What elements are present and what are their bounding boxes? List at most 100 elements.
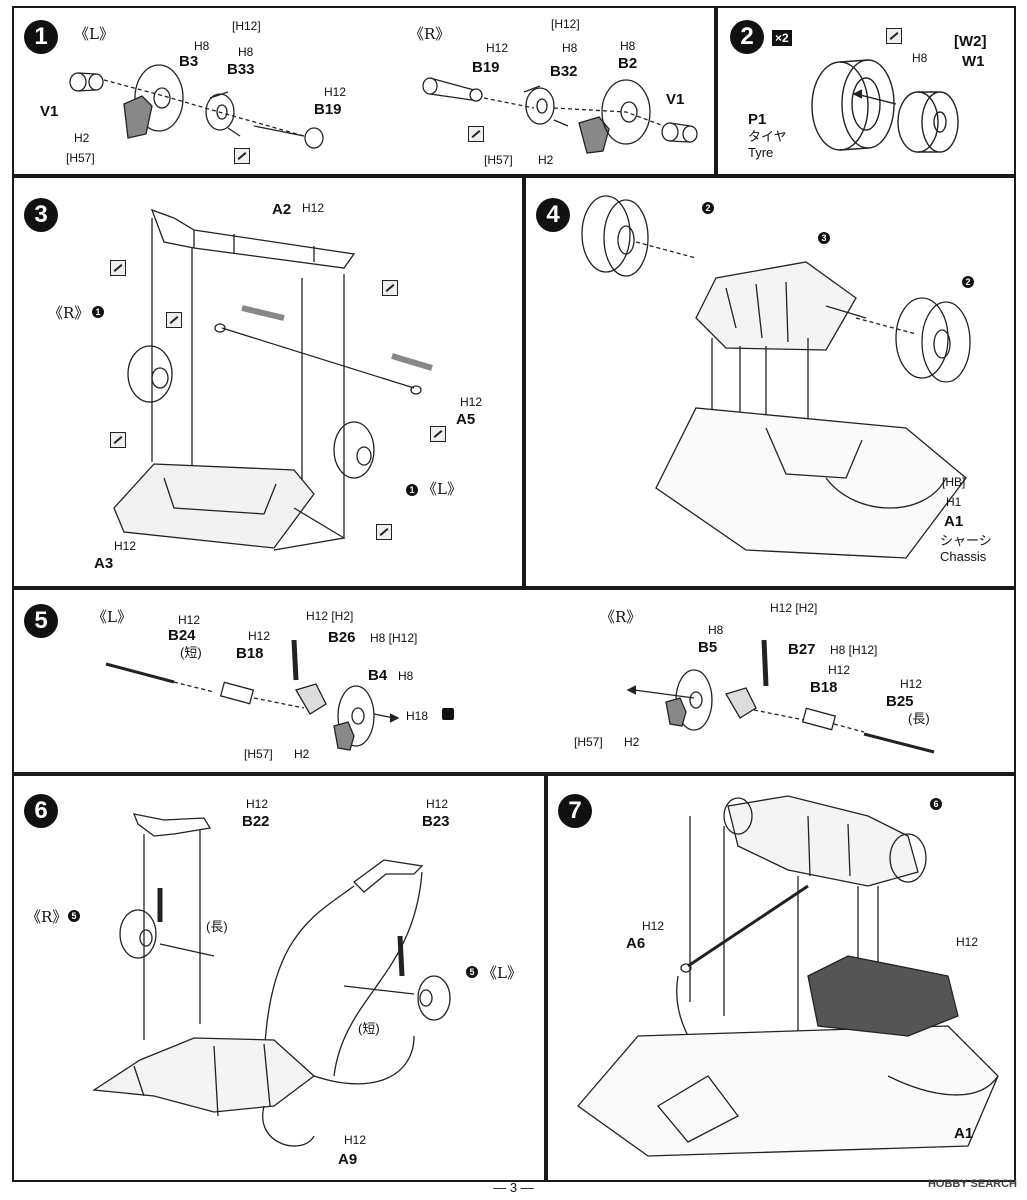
part-label: V1 bbox=[666, 91, 685, 108]
step7-drawing bbox=[577, 795, 999, 1157]
step1-side-right: 《R》 bbox=[409, 25, 451, 43]
short-label: (短) bbox=[180, 645, 202, 660]
times-two-badge: ×2 bbox=[772, 30, 792, 46]
part-label: B18 bbox=[810, 679, 838, 696]
chassis-en-label: Chassis bbox=[940, 549, 987, 564]
part-label: A1 bbox=[944, 513, 964, 530]
step2-drawing bbox=[811, 59, 959, 153]
step1-number: 1 bbox=[24, 20, 58, 54]
part-label: B32 bbox=[550, 63, 578, 80]
part-label: A9 bbox=[338, 1151, 358, 1168]
step3-panel: 3 A2 H12 《R》 1 H12 A5 1 《L》 H bbox=[12, 176, 524, 588]
step7-number: 7 bbox=[558, 794, 592, 828]
step5-number: 5 bbox=[24, 604, 58, 638]
cement-icon bbox=[110, 260, 126, 276]
step1-panel: 1 《L》 [H12] H8 B3 H8 B33 bbox=[12, 6, 716, 176]
part-label: A3 bbox=[94, 555, 114, 572]
part-label: B33 bbox=[227, 61, 255, 78]
part-label: H12 bbox=[486, 41, 509, 55]
step2-panel: 2 ×2 H8 [W2] W1 P1 タイヤ Tyre bbox=[716, 6, 1016, 176]
part-label: V1 bbox=[40, 103, 59, 120]
part-label: B18 bbox=[236, 645, 264, 662]
part-label: H12 bbox=[246, 797, 269, 811]
step4-drawing bbox=[581, 195, 971, 559]
cement-icon bbox=[110, 432, 126, 448]
part-label: [H57] bbox=[66, 151, 95, 165]
part-label: H12 bbox=[178, 613, 201, 627]
long-label: (長) bbox=[206, 919, 228, 934]
step5-side-left: 《L》 bbox=[92, 608, 132, 626]
part-label: H12 bbox=[426, 797, 449, 811]
tyre-en-label: Tyre bbox=[748, 145, 774, 160]
part-label: [H57] bbox=[244, 747, 273, 761]
part-label: B26 bbox=[328, 629, 356, 646]
step1-drawing bbox=[69, 64, 698, 154]
part-label: H2 bbox=[624, 735, 640, 749]
part-label: H8 [H12] bbox=[370, 631, 418, 645]
part-label: H12 bbox=[324, 85, 347, 99]
step-ref-3: 3 bbox=[818, 232, 830, 244]
part-label: [H12] bbox=[232, 19, 261, 33]
part-label: H2 bbox=[538, 153, 554, 167]
part-label: H8 bbox=[238, 45, 254, 59]
step5-side-right: 《R》 bbox=[600, 608, 642, 626]
step-ref-2: 2 bbox=[702, 202, 714, 214]
part-label: [W2] bbox=[954, 33, 987, 50]
part-label: B22 bbox=[242, 813, 270, 830]
part-label: B19 bbox=[472, 59, 500, 76]
part-label: A6 bbox=[626, 935, 646, 952]
part-label: H12 bbox=[344, 1133, 367, 1147]
part-label: H12 bbox=[248, 629, 271, 643]
part-label: B4 bbox=[368, 667, 388, 684]
part-label: P1 bbox=[748, 111, 767, 128]
part-label: H18 bbox=[406, 709, 429, 723]
paint-marker-icon bbox=[442, 708, 454, 720]
tyre-jp-label: タイヤ bbox=[748, 129, 787, 144]
watermark: HOBBY SEARCH bbox=[927, 1178, 1017, 1190]
part-label: H12 bbox=[460, 395, 483, 409]
part-label: H12 [H2] bbox=[770, 601, 818, 615]
step3-side-left: 《L》 bbox=[422, 480, 462, 498]
part-label: [H57] bbox=[574, 735, 603, 749]
part-label: H8 bbox=[194, 39, 210, 53]
part-label: H1 bbox=[946, 495, 962, 509]
step-ref-2: 2 bbox=[962, 276, 974, 288]
part-label: H8 bbox=[708, 623, 724, 637]
part-label: A1 bbox=[954, 1125, 974, 1142]
part-label: A2 bbox=[272, 201, 292, 218]
step2-number: 2 bbox=[730, 20, 764, 54]
part-label: H12 bbox=[956, 935, 979, 949]
part-label: H12 bbox=[828, 663, 851, 677]
step5-drawing bbox=[105, 639, 935, 754]
step-ref-1: 1 bbox=[92, 306, 104, 318]
part-label: B3 bbox=[179, 53, 199, 70]
step6-side-right: 《R》 bbox=[26, 908, 68, 926]
part-label: [H57] bbox=[484, 153, 513, 167]
step5-panel: 5 《L》 H12 B24 (短) H12 B18 H12 [H2] bbox=[12, 588, 1016, 774]
part-label: [H12] bbox=[551, 17, 580, 31]
page-number: — 3 — bbox=[493, 1180, 534, 1195]
step-ref-1: 1 bbox=[406, 484, 418, 496]
step6-panel: 6 H12 B22 H12 B23 《R》 5 (長) 5 《L》 bbox=[12, 774, 546, 1182]
part-label: B24 bbox=[168, 627, 196, 644]
short-label: (短) bbox=[358, 1021, 380, 1036]
step-ref-5: 5 bbox=[466, 966, 478, 978]
cement-icon bbox=[234, 148, 250, 164]
step1-side-left: 《L》 bbox=[74, 25, 114, 43]
part-label: H8 bbox=[398, 669, 414, 683]
part-label: B19 bbox=[314, 101, 342, 118]
part-label: H8 [H12] bbox=[830, 643, 878, 657]
part-label: B5 bbox=[698, 639, 718, 656]
chassis-jp-label: シャーシ bbox=[940, 533, 992, 548]
cement-icon bbox=[886, 28, 902, 44]
cement-icon bbox=[430, 426, 446, 442]
part-label: H8 bbox=[912, 51, 928, 65]
part-label: B27 bbox=[788, 641, 816, 658]
part-label: H8 bbox=[620, 39, 636, 53]
part-label: H12 bbox=[900, 677, 923, 691]
part-label: W1 bbox=[962, 53, 985, 70]
cement-icon bbox=[166, 312, 182, 328]
step3-drawing bbox=[113, 208, 433, 551]
part-label: H2 bbox=[74, 131, 90, 145]
cement-icon bbox=[376, 524, 392, 540]
